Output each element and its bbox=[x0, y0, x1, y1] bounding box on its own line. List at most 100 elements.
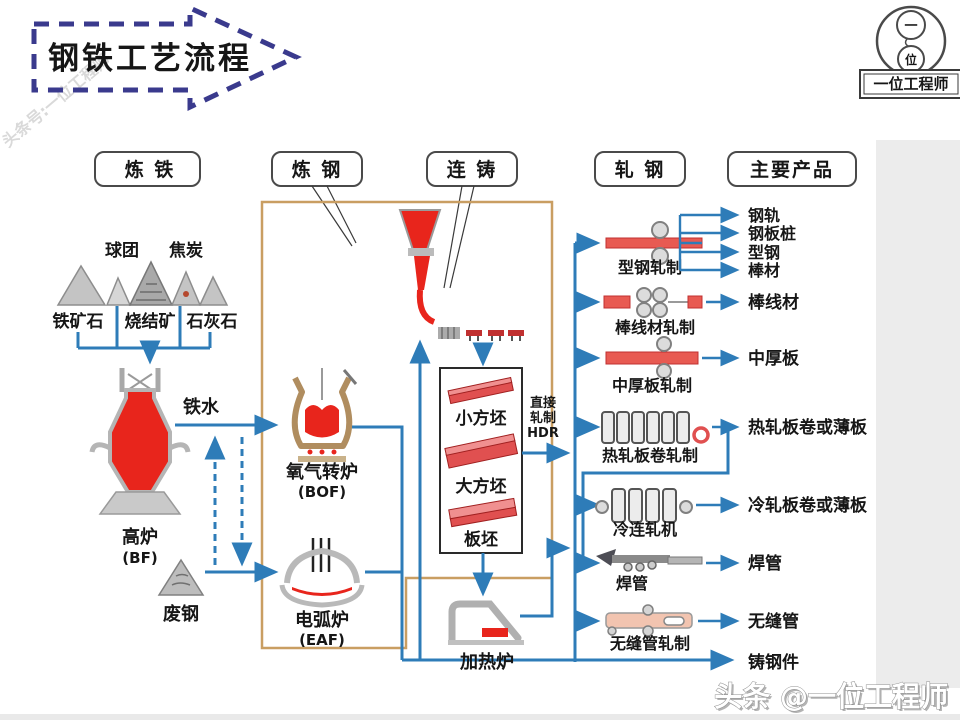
bof-vessel-icon bbox=[291, 376, 353, 449]
tundish-icon bbox=[398, 209, 442, 251]
billet-small-icon bbox=[447, 376, 514, 405]
plate-mill: 中厚板轧制 bbox=[605, 336, 740, 395]
raw-materials: 球团 焦炭 铁矿石 烧结矿 石灰石 bbox=[53, 240, 238, 365]
pipe-blank bbox=[663, 616, 685, 626]
roller-icon bbox=[656, 363, 672, 379]
stage-box-products bbox=[727, 151, 857, 187]
stage-label-products: 主要产品 bbox=[750, 158, 834, 181]
roller-icon bbox=[636, 302, 652, 318]
plate-mill-label: 中厚板轧制 bbox=[612, 376, 692, 395]
cut-billet bbox=[488, 330, 504, 336]
scrap-texture bbox=[171, 573, 191, 586]
furnace-top-pipes bbox=[119, 368, 161, 392]
reheat-slab bbox=[482, 628, 508, 637]
roller-icon bbox=[651, 247, 669, 265]
eaf-abbr: (EAF) bbox=[299, 631, 345, 649]
bottom-watermark: 头条 @一位工程师 bbox=[714, 680, 948, 713]
mill-stand-icon bbox=[661, 411, 675, 444]
plate-mill-bar bbox=[605, 351, 699, 365]
dashed-arrow-shape bbox=[31, 4, 302, 111]
hdr-label: 直接 轧制 HDR bbox=[527, 395, 559, 441]
reheat-hearth bbox=[448, 640, 524, 645]
stage-box-casting bbox=[426, 151, 518, 187]
roller-icon bbox=[656, 336, 672, 352]
logo-top-char: 一 bbox=[904, 19, 917, 34]
bof-flame bbox=[331, 449, 337, 455]
hot-coil-recycle-line bbox=[576, 430, 730, 574]
pellet-label: 球团 bbox=[105, 241, 139, 261]
logo-bottom-char: 位 bbox=[905, 52, 917, 67]
mill-stand-icon bbox=[631, 411, 645, 444]
mill-stand-icon bbox=[646, 411, 660, 444]
logo-box-inner bbox=[863, 73, 959, 95]
slab-icon bbox=[448, 497, 518, 528]
stage-label-steelmaking: 炼 钢 bbox=[292, 158, 343, 181]
reheat-furnace-label: 加热炉 bbox=[459, 651, 514, 673]
mill-stand-icon bbox=[628, 488, 643, 523]
cold-tandem-mill: 冷连轧机 bbox=[595, 488, 740, 539]
reheat-furnace-icon bbox=[448, 600, 522, 644]
stage-label-rolling: 轧 钢 bbox=[615, 158, 666, 181]
steelmaking-boundary-box bbox=[260, 200, 554, 650]
right-gray-band bbox=[876, 140, 960, 688]
scrap-pile-icon bbox=[157, 558, 205, 596]
bar-wire-mill: 棒线材轧制 bbox=[603, 287, 740, 337]
page-title: 钢铁工艺流程 bbox=[48, 41, 252, 77]
bof-label: 氧气转炉 bbox=[285, 461, 358, 483]
bar-wire-stock bbox=[603, 295, 631, 309]
blast-furnace-icon bbox=[108, 388, 172, 494]
logo-top-circle-icon bbox=[896, 10, 926, 40]
pipe-weld-label: 焊管 bbox=[616, 574, 648, 593]
cutter-stripes bbox=[441, 327, 455, 339]
welder-roller bbox=[647, 560, 657, 570]
product-labels: 钢轨 钢板桩 型钢 棒材 棒线材 中厚板 热轧板卷或薄板 冷轧板卷或薄板 焊管 … bbox=[747, 206, 868, 673]
welder-bar bbox=[612, 555, 670, 563]
product-hot-coil: 热轧板卷或薄板 bbox=[748, 417, 868, 438]
hot-metal-scrap: 铁水 废钢 bbox=[157, 396, 279, 625]
iron-ore-label: 铁矿石 bbox=[53, 311, 104, 332]
roller-icon bbox=[652, 302, 668, 318]
limestone-pile-icon bbox=[198, 275, 229, 306]
bar-wire-mill-label: 棒线材轧制 bbox=[615, 318, 695, 337]
stage-label-casting: 连 铸 bbox=[447, 158, 498, 181]
section-mill: 型钢轧制 bbox=[605, 206, 740, 279]
product-section-steel: 型钢 bbox=[748, 243, 780, 262]
title-banner: 钢铁工艺流程 bbox=[31, 4, 302, 111]
mill-stand-icon bbox=[662, 488, 677, 523]
eaf-shell-icon bbox=[279, 584, 365, 608]
product-rail: 钢轨 bbox=[748, 206, 780, 225]
billet-small-label: 小方坯 bbox=[456, 408, 507, 429]
sinter-spot bbox=[183, 291, 189, 297]
product-welded-pipe: 焊管 bbox=[748, 553, 782, 574]
eaf-label: 电弧炉 bbox=[295, 609, 349, 631]
stage-box-ironmaking bbox=[94, 151, 201, 187]
coil-block bbox=[687, 295, 703, 309]
product-bar: 棒材 bbox=[748, 261, 780, 280]
coke-pile-texture bbox=[136, 283, 166, 301]
product-cast-steel: 铸钢件 bbox=[748, 652, 799, 673]
product-plate: 中厚板 bbox=[748, 348, 800, 369]
bof-flame bbox=[307, 449, 313, 455]
coiler-icon bbox=[595, 500, 609, 514]
limestone-label: 石灰石 bbox=[186, 311, 238, 332]
hot-strip-mill-label: 热轧板卷轧制 bbox=[602, 446, 698, 465]
continuous-caster bbox=[398, 209, 524, 367]
stage-box-rolling bbox=[594, 151, 686, 187]
fan-connector bbox=[678, 215, 702, 270]
stage-box-steelmaking bbox=[271, 151, 363, 187]
bof-stand bbox=[298, 456, 346, 462]
liquid-steel-lines bbox=[352, 339, 735, 671]
bottom-watermark-shadow: 头条 @一位工程师 bbox=[716, 682, 950, 715]
hdr-line3: HDR bbox=[527, 426, 559, 441]
blast-furnace-label: 高炉 bbox=[122, 526, 158, 548]
strand-curve bbox=[416, 289, 436, 325]
blast-furnace: 高炉 (BF) bbox=[89, 368, 191, 567]
stage-headers: 炼 铁 炼 钢 连 铸 轧 钢 主要产品 bbox=[94, 151, 857, 289]
section-mill-label: 型钢轧制 bbox=[618, 258, 682, 277]
welder-roller bbox=[623, 562, 633, 572]
scrap-label: 废钢 bbox=[163, 603, 199, 625]
mill-stand-icon bbox=[676, 411, 690, 444]
reheat-furnace: 加热炉 bbox=[448, 537, 571, 673]
